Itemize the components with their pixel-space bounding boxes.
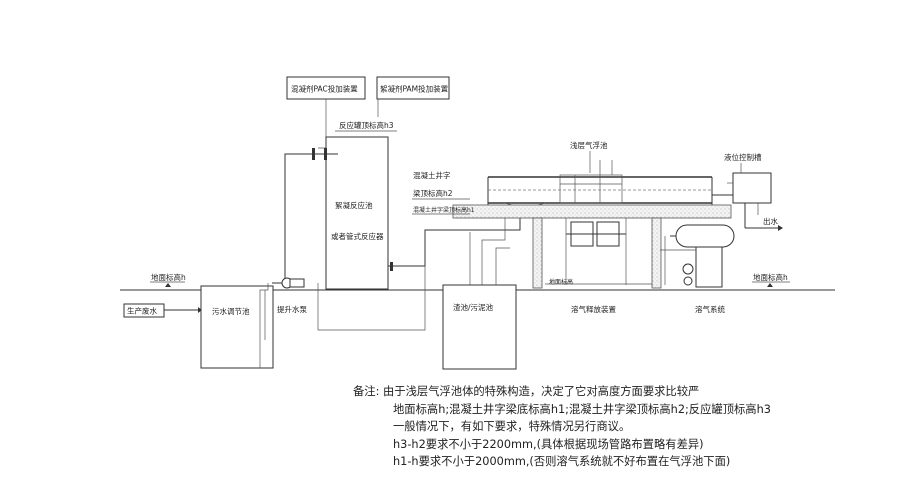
note-prefix: 备注: xyxy=(353,385,380,398)
reactor-label-2: 或者管式反应器 xyxy=(331,231,384,241)
pam-dosing-box xyxy=(376,76,450,100)
reactor-tank xyxy=(325,136,389,290)
ground-level-left-label: 地面标高h xyxy=(151,272,186,282)
equalization-tank xyxy=(200,285,274,369)
daf-label: 浅层气浮池 xyxy=(570,140,608,150)
pac-dosing-label: 混凝剂PAC投加装置 xyxy=(291,84,358,94)
ground-ref-label: 地面标高 xyxy=(549,278,573,286)
h1-label: 混凝土井字梁顶标高h1 xyxy=(413,206,475,214)
outlet-label: 出水 xyxy=(763,216,778,226)
pam-dosing-label: 絮凝剂PAM投加装置 xyxy=(380,84,449,94)
wastewater-label: 生产废水 xyxy=(127,306,157,316)
note-line-1: 备注: 由于浅层气浮池体的特殊构造，决定了它对高度方面要求比较严 xyxy=(353,385,700,398)
sludge-tank xyxy=(442,284,517,370)
release-label: 溶气释放装置 xyxy=(571,304,616,314)
ground-level-marker-left: 地面标高h xyxy=(150,272,186,287)
h2-label-b: 梁顶标高h2 xyxy=(413,188,453,198)
dissolved-air-system xyxy=(660,224,735,288)
h2-label-a: 混凝土井字 xyxy=(413,170,451,180)
air-release-device xyxy=(565,218,627,285)
daf-basin xyxy=(487,160,713,210)
notes-block: 备注: 由于浅层气浮池体的特殊构造，决定了它对高度方面要求比较严 地面标高h;混… xyxy=(353,383,823,471)
note-line-3: 一般情况下，有如下要求，特殊情况另行商议。 xyxy=(393,420,631,433)
note-line-4: h3-h2要求不小于2200mm,(具体根据现场管路布置略有差异) xyxy=(393,437,704,451)
h3-label: 反应罐顶标高h3 xyxy=(339,120,394,130)
lift-pump-label: 提升水泵 xyxy=(277,304,307,314)
beam-structure xyxy=(452,204,732,289)
level-control-tank xyxy=(732,172,772,204)
ground-level-marker-right: 地面标高h xyxy=(752,272,790,287)
ground-level-right-label: 地面标高h xyxy=(753,272,788,282)
lift-pump-icon xyxy=(272,277,305,289)
sludge-label: 渣池/污泥池 xyxy=(453,302,494,312)
reactor-label-1: 絮凝反应池 xyxy=(335,200,373,210)
note-line-5: h1-h要求不小于2000mm,(否则溶气系统就不好布置在气浮池下面) xyxy=(393,455,731,468)
dissolved-air-label: 溶气系统 xyxy=(695,304,725,314)
level-tank-label: 液位控制槽 xyxy=(724,152,762,162)
note-line-2: 地面标高h;混凝土井字梁底标高h1;混凝土井字梁顶标高h2;反应罐顶标高h3 xyxy=(393,402,771,416)
equalization-label: 污水调节池 xyxy=(212,306,250,316)
